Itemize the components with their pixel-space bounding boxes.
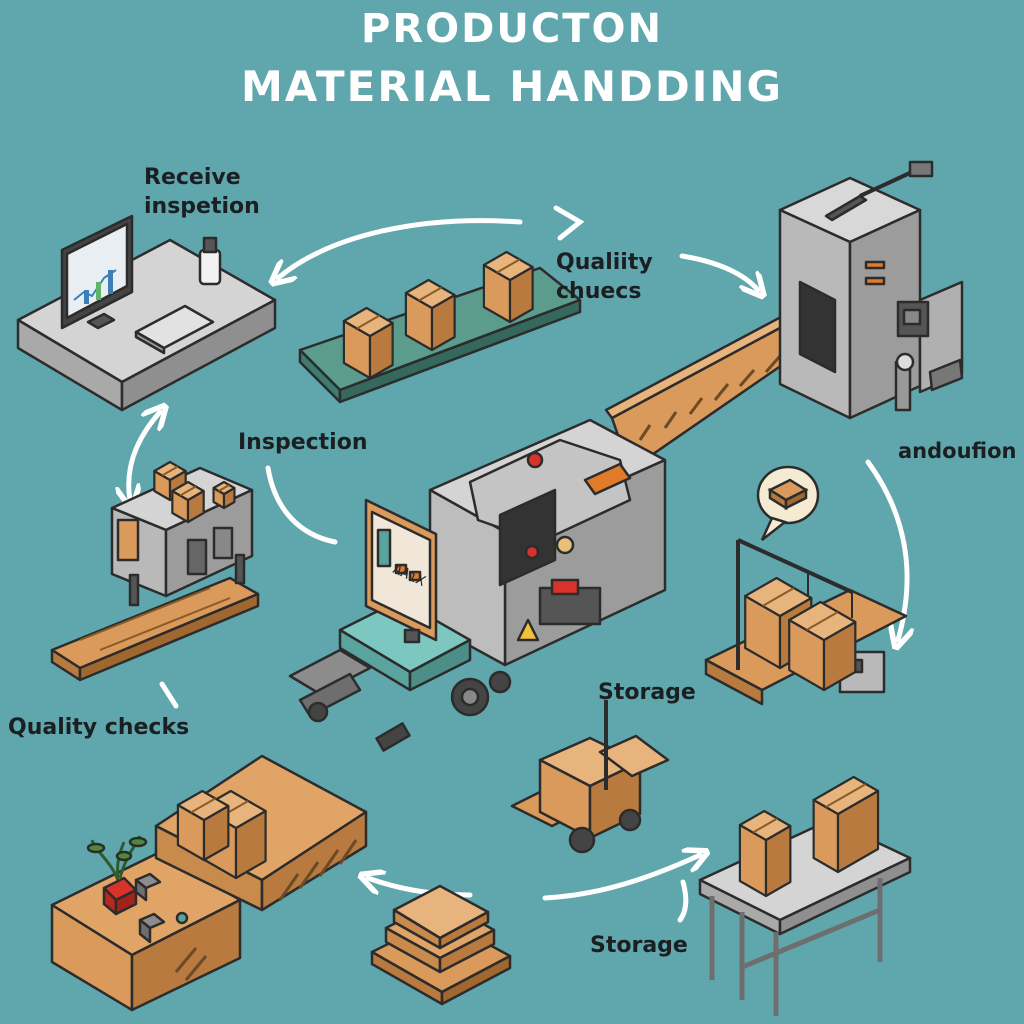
label-quality-top-line2: chuecs bbox=[556, 279, 642, 304]
box-icon bbox=[482, 250, 534, 324]
arrow-quality-bottom bbox=[159, 681, 179, 709]
label-quality-top-line1: Qualiity bbox=[556, 250, 653, 275]
label-inspection: Inspection bbox=[238, 430, 368, 455]
box-icon bbox=[404, 278, 456, 352]
label-quality-top: Qualiity chuecs bbox=[556, 248, 653, 306]
red-button-icon bbox=[524, 451, 544, 560]
box-icon bbox=[738, 809, 792, 898]
arrow-chevron-top bbox=[553, 205, 585, 241]
forklift bbox=[510, 700, 670, 854]
arrow-inspection bbox=[265, 465, 338, 545]
box-icon bbox=[788, 600, 857, 692]
label-quality-bottom: Quality checks bbox=[8, 715, 190, 740]
plant-icon bbox=[86, 835, 148, 916]
box-icon bbox=[212, 480, 236, 510]
title-line-1: PRODUCTON bbox=[361, 6, 663, 52]
label-storage-bottom: Storage bbox=[590, 933, 688, 958]
label-receive-line2: inspetion bbox=[144, 194, 260, 219]
box-icon bbox=[171, 480, 205, 524]
keyboard-icon bbox=[134, 304, 215, 355]
arrow-to-machine bbox=[679, 253, 758, 290]
tray-boxes bbox=[342, 250, 534, 380]
box-icon bbox=[342, 306, 394, 380]
arrow-to-receive bbox=[278, 218, 523, 278]
flow-arrows bbox=[129, 205, 907, 923]
crane-boxes bbox=[744, 576, 857, 692]
speech-bubble bbox=[756, 465, 820, 541]
plant-table bbox=[50, 835, 242, 1012]
warning-sign-icon bbox=[516, 618, 540, 642]
box-icon bbox=[812, 775, 880, 874]
central-machine bbox=[428, 418, 667, 717]
arrow-bottom-left bbox=[368, 878, 473, 898]
left-machine-boxes bbox=[153, 460, 236, 524]
crate-boxes bbox=[176, 789, 267, 880]
computer-workstation bbox=[16, 214, 277, 412]
machine-arm-icon bbox=[824, 160, 934, 222]
arrow-bottom-right bbox=[542, 855, 700, 901]
title-line-2: MATERIAL HANDDING bbox=[240, 62, 784, 111]
label-storage-mid: Storage bbox=[598, 680, 696, 705]
pallet-stack bbox=[370, 884, 512, 1006]
monitor-icon bbox=[60, 214, 134, 330]
label-andoufion: andoufion bbox=[898, 439, 1017, 463]
label-receive-line1: Receive bbox=[144, 165, 241, 190]
box-icon bbox=[176, 789, 230, 862]
arrow-receive-loop bbox=[129, 412, 160, 500]
label-receive: Receive inspetion bbox=[144, 163, 260, 221]
bottle-icon bbox=[198, 236, 222, 286]
arrow-bottom-tail bbox=[677, 879, 689, 923]
table-boxes bbox=[738, 775, 880, 898]
valve-icon bbox=[894, 352, 964, 412]
tower-machine bbox=[778, 160, 964, 420]
control-panel bbox=[288, 498, 472, 752]
